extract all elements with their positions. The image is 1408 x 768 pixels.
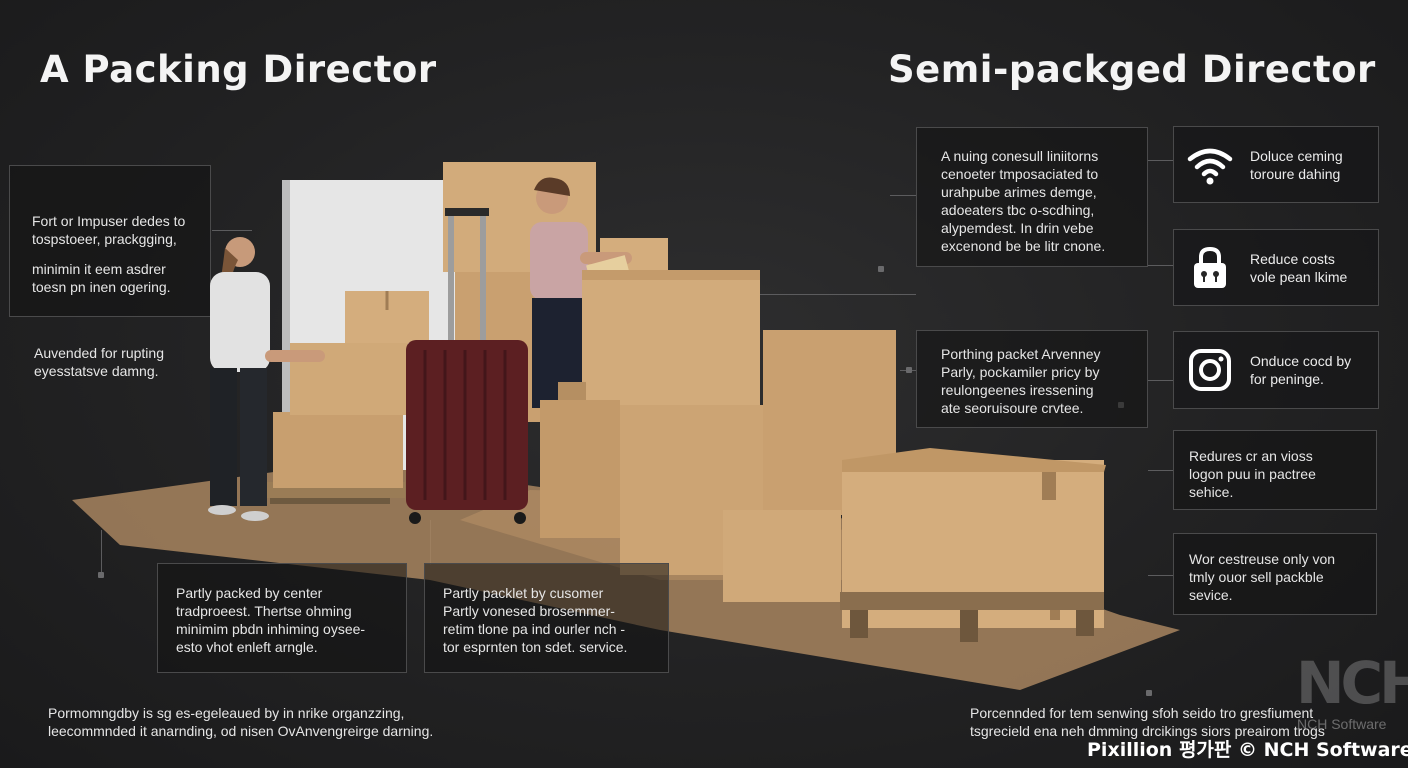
text-line: retim tlone pa ind ourler nch - <box>443 621 626 637</box>
text-line: Pormomngdby is sg es-egeleaued by in nri… <box>48 705 405 721</box>
feature-card-4: Redures cr an vioss logon puu in pactree… <box>1173 430 1377 510</box>
connector-line <box>1148 470 1174 471</box>
text-line: Wor cestreuse only von <box>1189 551 1336 567</box>
feature-card-5: Wor cestreuse only von tmly ouor sell pa… <box>1173 533 1377 615</box>
suitcase-handle <box>448 210 454 340</box>
text-line: Parly, pockamiler pricy by <box>941 364 1100 380</box>
text-line: toroure dahing <box>1250 165 1341 182</box>
text-line: minimin it eem asdrer <box>32 261 166 277</box>
connector-dot <box>1146 690 1152 696</box>
feature-text: Doluce ceming toroure dahing <box>1250 147 1343 183</box>
left-title: A Packing Director <box>40 48 437 91</box>
connector-line <box>212 230 252 231</box>
connector-line <box>1148 160 1174 161</box>
text-line: tospstoeer, prackgging, <box>32 231 177 247</box>
center-right-box: Partly packlet by cusomer Partly vonesed… <box>424 563 669 673</box>
pixillion-watermark: Pixillion 평가판 © NCH Software <box>1087 739 1408 761</box>
person-right-blouse <box>530 222 588 300</box>
text-line: toesn pn inen ogering. <box>32 279 171 295</box>
right-intro-box: A nuing conesull liniitorns cenoeter tmp… <box>916 127 1148 267</box>
text-line: sevice. <box>1189 587 1233 603</box>
pallet-base <box>270 498 390 504</box>
connector-line <box>890 195 916 196</box>
connector-dot <box>906 367 912 373</box>
footer-right-text: Porcennded for tem senwing sfoh seido tr… <box>970 704 1325 740</box>
pallet <box>840 592 1104 610</box>
text-line: excenond be be litr cnone. <box>941 238 1106 254</box>
left-note: Auvended for rupting eyesstatsve damng. <box>34 344 164 380</box>
text-line: tmly ouor sell packble <box>1189 569 1324 585</box>
text-line: A nuing conesull liniitorns <box>941 148 1099 164</box>
connector-dot <box>878 266 884 272</box>
footer-left-text: Pormomngdby is sg es-egeleaued by in nri… <box>48 704 433 740</box>
text-line: Porcennded for tem senwing sfoh seido tr… <box>970 705 1314 721</box>
text-line: alypemdest. In drin vebe <box>941 220 1094 236</box>
text-line: vole pean lkime <box>1250 268 1348 285</box>
center-left-box: Partly packed by center tradproeest. The… <box>157 563 407 673</box>
text-line: reulongeenes iressening <box>941 382 1094 398</box>
feature-card-2: Reduce costs vole pean lkime <box>1173 229 1379 306</box>
connector-dot <box>98 572 104 578</box>
text-line: tsgrecield ena neh dmming drcikings sior… <box>970 723 1325 739</box>
text-line: for peninge. <box>1250 371 1324 387</box>
packing-scene-illustration <box>72 162 1180 690</box>
connector-line <box>760 294 916 295</box>
text-line: tor esprnten ton sdet. service. <box>443 639 628 655</box>
text-line: Porthing packet Arvenney <box>941 346 1101 362</box>
cardboard-box <box>582 270 760 415</box>
right-mid-box: Porthing packet Arvenney Parly, pockamil… <box>916 330 1148 428</box>
text-line: sehice. <box>1189 484 1234 500</box>
feature-text: Reduce costs vole pean lkime <box>1250 250 1347 286</box>
text-line: Auvended for rupting <box>34 345 164 361</box>
cardboard-box <box>558 382 586 400</box>
feature-card-1: Doluce ceming toroure dahing <box>1173 126 1379 203</box>
person-left-shirt <box>210 272 270 372</box>
nch-logo-watermark: NCH <box>1296 649 1408 717</box>
wifi-icon <box>1187 148 1233 184</box>
text-line: Reduce costs <box>1250 250 1335 267</box>
text-line: tradproeest. Thertse ohming <box>176 603 352 619</box>
person-left-legs <box>210 368 237 506</box>
text-line: leecommnded it anarnding, od nisen OvAnv… <box>48 723 434 739</box>
text-line: minimim pbdn inhiming oysee- <box>176 621 366 637</box>
text-line: esto vhot enleft arngle. <box>176 639 318 655</box>
text-line: Partly vonesed brosemmer- <box>443 603 615 619</box>
text-line: Partly packlet by cusomer <box>443 585 604 601</box>
connector-line <box>1148 265 1174 266</box>
right-title: Semi-packged Director <box>888 48 1376 91</box>
feature-text: Onduce cocd by for peninge. <box>1250 352 1351 388</box>
text-line: Fort or Impuser dedes to <box>32 213 186 229</box>
nch-logo-subtext: NCH Software <box>1297 716 1387 732</box>
instagram-icon <box>1189 349 1231 391</box>
text-line: logon puu in pactree <box>1189 466 1316 482</box>
left-info-box: Fort or Impuser dedes to tospstoeer, pra… <box>9 165 211 317</box>
connector-line <box>101 530 102 575</box>
board-edge <box>282 180 290 470</box>
suitcase-handle <box>480 210 486 340</box>
cardboard-box <box>723 510 841 602</box>
lock-icon <box>1194 246 1226 288</box>
suitcase <box>406 340 528 510</box>
text-line: cenoeter tmposaciated to <box>941 166 1099 182</box>
feature-card-3: Onduce cocd by for peninge. <box>1173 331 1379 409</box>
text-line: Redures cr an vioss <box>1189 448 1313 464</box>
text-line: eyesstatsve damng. <box>34 363 159 379</box>
cardboard-box <box>540 400 620 538</box>
connector-line <box>1148 575 1174 576</box>
connector-line <box>1148 380 1174 381</box>
text-line: Doluce ceming <box>1250 147 1343 164</box>
text-line: ate seoruisoure crvtee. <box>941 400 1084 416</box>
text-line: urahpube arimes demge, <box>941 184 1097 200</box>
text-line: Partly packed by center <box>176 585 323 601</box>
text-line: adoeaters tbc o-scdhing, <box>941 202 1095 218</box>
cardboard-box <box>273 412 403 488</box>
text-line: Onduce cocd by <box>1250 353 1352 369</box>
